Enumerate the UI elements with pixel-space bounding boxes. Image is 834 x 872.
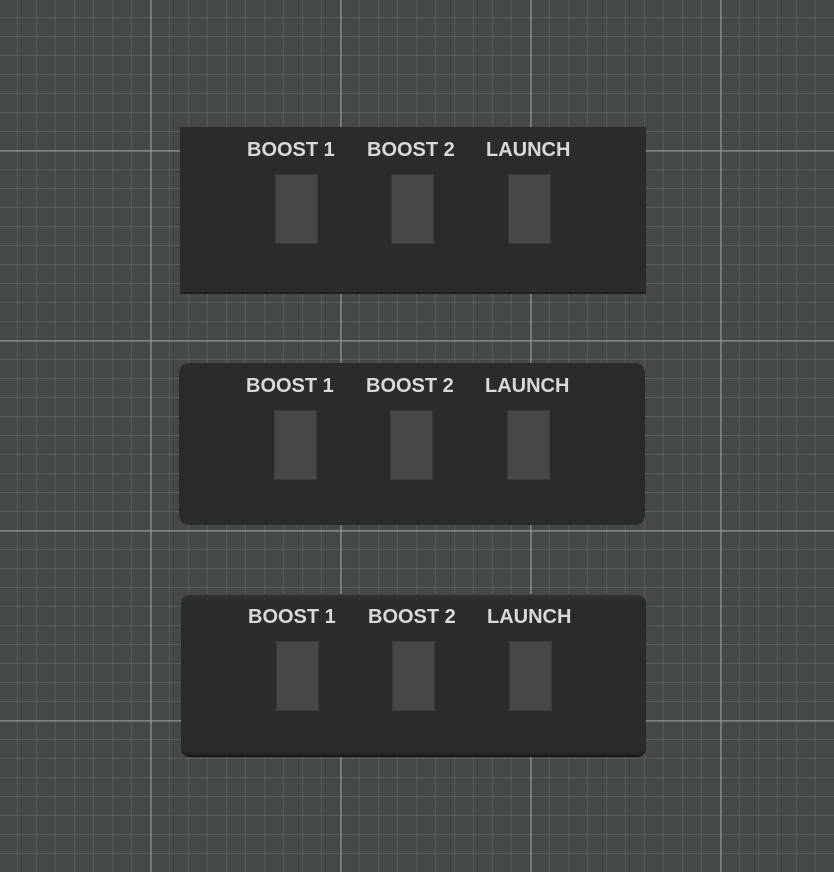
boost-2-label: BOOST 2 (367, 139, 455, 161)
boost-1-switch-slot[interactable] (276, 641, 319, 711)
boost-2-switch-slot[interactable] (391, 174, 434, 244)
switch-panel-beveled: BOOST 1 BOOST 2 LAUNCH (181, 594, 646, 757)
boost-2-switch-slot[interactable] (390, 410, 433, 480)
boost-1-label: BOOST 1 (246, 375, 334, 397)
switch-panel-rounded: BOOST 1 BOOST 2 LAUNCH (179, 363, 645, 525)
launch-switch-slot[interactable] (508, 174, 551, 244)
boost-2-label: BOOST 2 (366, 375, 454, 397)
boost-2-switch-slot[interactable] (392, 641, 435, 711)
launch-label: LAUNCH (486, 139, 571, 161)
launch-label: LAUNCH (487, 606, 572, 628)
launch-switch-slot[interactable] (509, 641, 552, 711)
boost-1-switch-slot[interactable] (274, 410, 317, 480)
boost-2-label: BOOST 2 (368, 606, 456, 628)
switch-panel-flat: BOOST 1 BOOST 2 LAUNCH (180, 127, 646, 292)
boost-1-label: BOOST 1 (248, 606, 336, 628)
boost-1-switch-slot[interactable] (275, 174, 318, 244)
launch-switch-slot[interactable] (507, 410, 550, 480)
boost-1-label: BOOST 1 (247, 139, 335, 161)
launch-label: LAUNCH (485, 375, 570, 397)
